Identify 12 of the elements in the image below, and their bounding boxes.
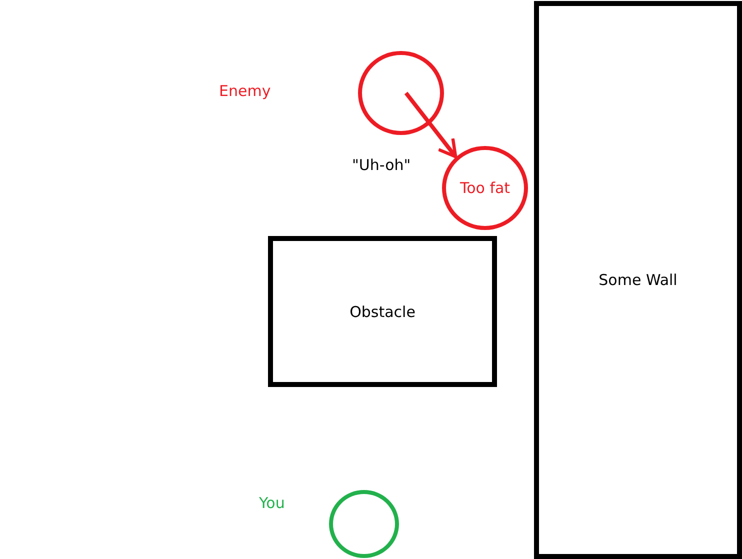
circle: [442, 146, 528, 230]
enemy-label: Enemy: [219, 82, 271, 100]
player-label: You: [259, 494, 285, 512]
speech-text: "Uh-oh": [352, 156, 411, 174]
box-label: Some Wall: [598, 271, 678, 289]
player-circle: [329, 490, 399, 558]
obstacle-box: [268, 236, 497, 387]
enemy-circle: [358, 51, 444, 135]
arrow: [404, 92, 458, 158]
circle-label: Too fat: [460, 179, 510, 197]
wall-box: [534, 1, 742, 559]
box-label: Obstacle: [350, 302, 416, 320]
